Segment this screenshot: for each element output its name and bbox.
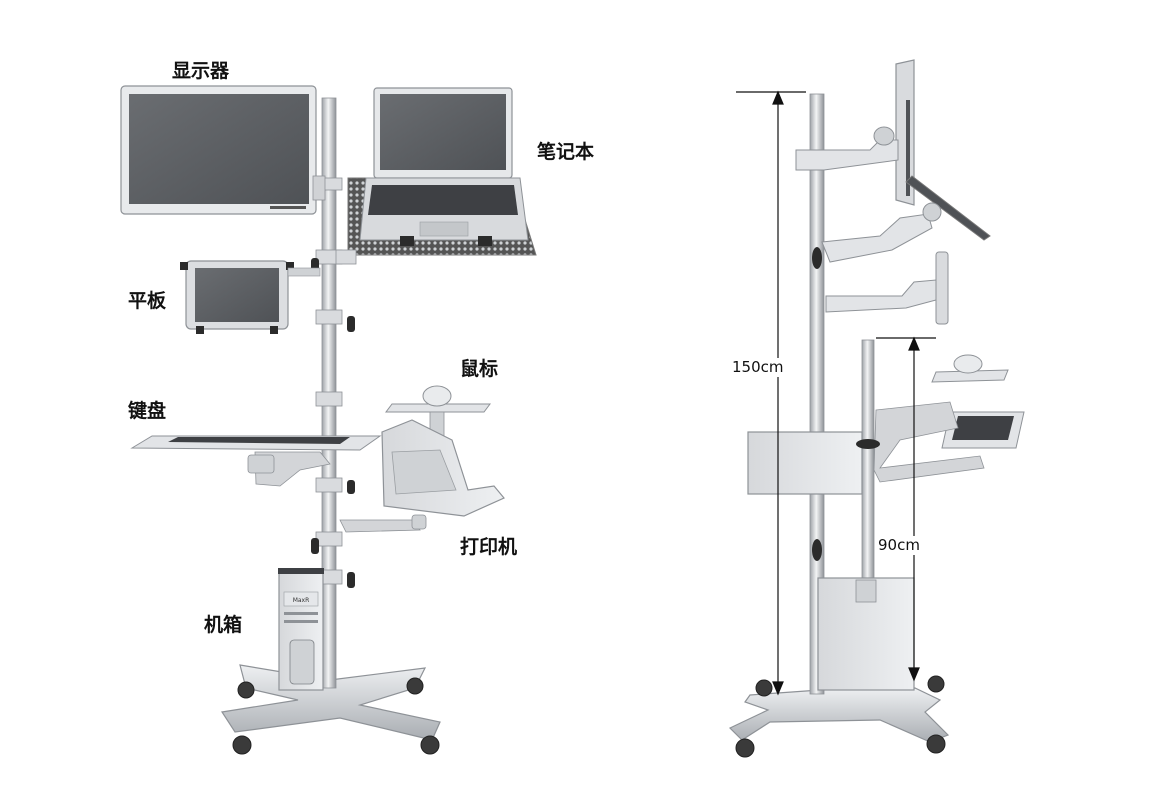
- left-cart: MaxR: [120, 85, 537, 755]
- dimension-tray-height: 90cm: [878, 536, 920, 555]
- right-cart: [728, 59, 1025, 758]
- dimension-lines: [736, 90, 936, 696]
- keyboard-icon: [130, 435, 382, 487]
- mouse-icon: [385, 385, 491, 437]
- label-mouse: 鼠标: [460, 358, 499, 380]
- label-tablet: 平板: [128, 290, 167, 312]
- label-monitor: 显示器: [172, 60, 230, 82]
- tablet-icon: [180, 260, 321, 334]
- label-printer: 打印机: [460, 536, 518, 558]
- label-pc-case: 机箱: [204, 614, 243, 636]
- case-badge: MaxR: [293, 597, 310, 604]
- pc-case-icon: MaxR: [278, 568, 324, 691]
- laptop-icon: [335, 87, 537, 265]
- label-laptop: 笔记本: [537, 141, 595, 163]
- dimension-total-height: 150cm: [732, 358, 784, 377]
- label-keyboard: 键盘: [128, 400, 167, 422]
- caster-wheel-icon: [735, 675, 946, 758]
- monitor-icon: [120, 85, 326, 215]
- printer-icon: [339, 419, 505, 533]
- caster-wheel-icon: [232, 677, 440, 755]
